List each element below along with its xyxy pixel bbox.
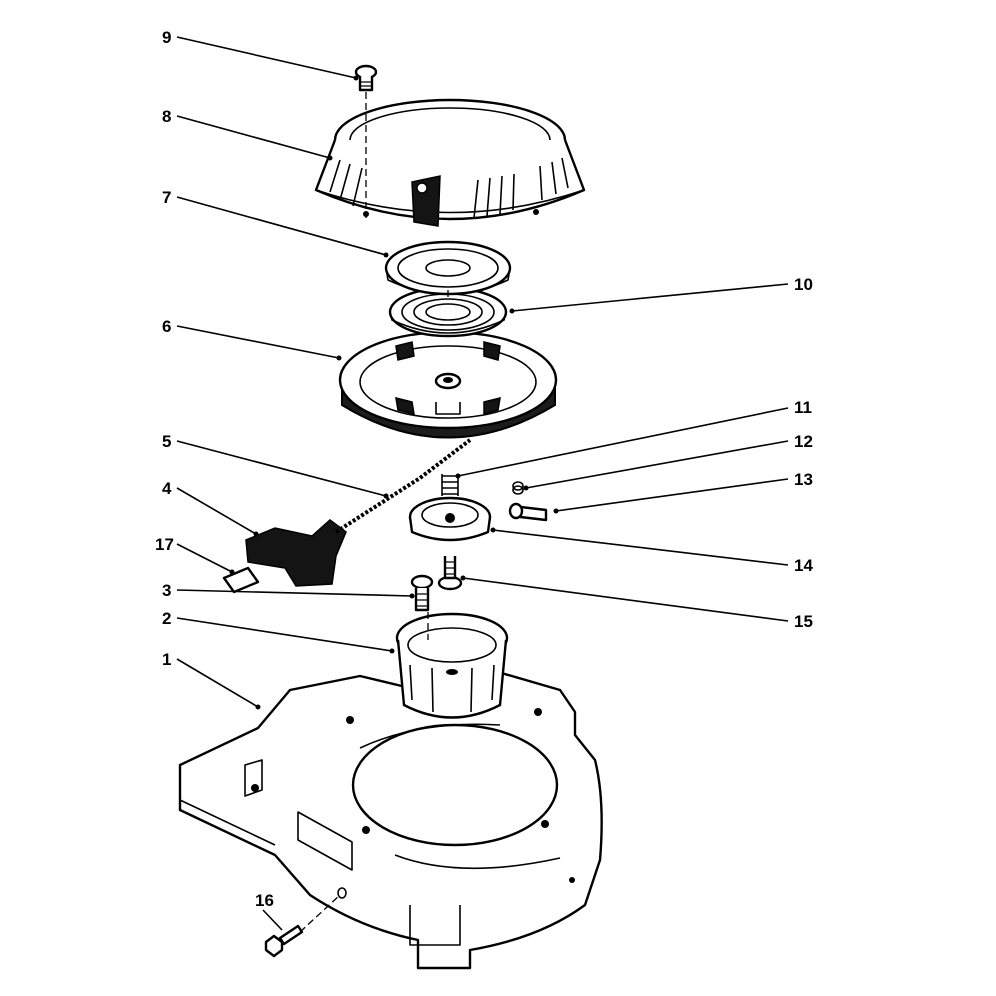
leader-2 <box>176 617 393 652</box>
part-14-pawl-plate <box>408 496 492 542</box>
callout-7: 7 <box>162 188 171 207</box>
leader-3 <box>176 589 413 597</box>
leader-11 <box>457 407 789 477</box>
part-15-screw <box>437 556 463 591</box>
part-4-handle <box>245 519 347 587</box>
leader-8 <box>176 115 331 159</box>
callout-1: 1 <box>162 650 171 669</box>
part-10-rewind-spring <box>388 286 508 338</box>
leader-9 <box>176 36 357 79</box>
callout-9: 9 <box>162 28 171 47</box>
leader-12 <box>525 440 789 489</box>
callout-17: 17 <box>155 535 174 554</box>
callout-4: 4 <box>162 479 172 498</box>
leader-13 <box>555 478 789 512</box>
callout-10: 10 <box>794 275 813 294</box>
callout-12: 12 <box>794 432 813 451</box>
part-17-insert <box>222 566 260 594</box>
callout-11: 11 <box>794 398 812 417</box>
part-12-small-spring <box>512 481 524 495</box>
part-13-pawl <box>508 502 548 522</box>
leader-10 <box>511 283 789 312</box>
part-1-blower-housing <box>178 670 603 970</box>
leader-1 <box>176 658 259 708</box>
part-6-pulley <box>338 330 558 439</box>
part-7-spring-cup <box>384 240 512 296</box>
callout-labels: 9 8 7 10 6 11 5 12 13 4 17 14 3 15 2 1 1… <box>155 28 813 910</box>
callout-3: 3 <box>162 581 171 600</box>
callout-2: 2 <box>162 609 171 628</box>
callout-5: 5 <box>162 432 171 451</box>
leader-17 <box>176 543 233 573</box>
part-5-rope <box>334 438 472 534</box>
leader-14 <box>492 529 789 566</box>
leader-7 <box>176 196 387 256</box>
callout-15: 15 <box>794 612 813 631</box>
leader-4 <box>176 487 257 535</box>
callout-16: 16 <box>255 891 274 910</box>
part-11-spring <box>441 474 459 496</box>
leader-16 <box>262 909 283 931</box>
part-8-starter-cover <box>314 98 586 227</box>
leader-5 <box>176 440 387 497</box>
callout-13: 13 <box>794 470 813 489</box>
leader-lines <box>176 36 789 931</box>
part-16-screw <box>264 924 304 958</box>
part-3-screw <box>410 574 434 612</box>
part-2-starter-cup <box>395 612 509 719</box>
callout-14: 14 <box>794 556 813 575</box>
leader-6 <box>176 325 340 359</box>
leader-15 <box>462 577 789 622</box>
assembly-center-lines <box>299 92 449 933</box>
callout-6: 6 <box>162 317 171 336</box>
callout-8: 8 <box>162 107 171 126</box>
part-9-screw <box>354 64 378 92</box>
